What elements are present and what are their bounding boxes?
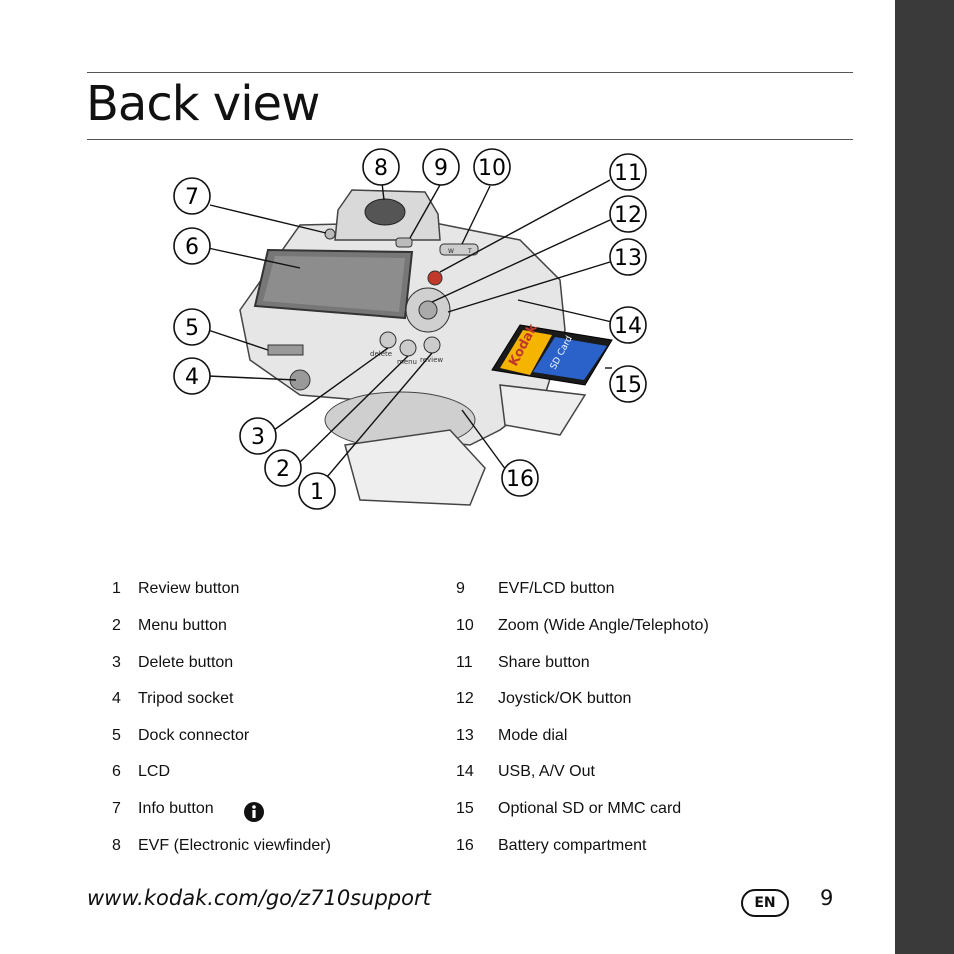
card-door	[499, 384, 587, 436]
svg-text:11: 11	[614, 161, 642, 186]
svg-text:16: 16	[506, 467, 534, 492]
joystick-shape	[418, 300, 438, 320]
support-url-link[interactable]: www.kodak.com/go/z710support	[87, 886, 431, 910]
callout-6: 6	[173, 227, 211, 265]
svg-text:6: 6	[185, 235, 199, 260]
callout-14: 14	[609, 306, 647, 344]
battery-door	[344, 429, 486, 506]
info-button-shape	[324, 228, 336, 240]
top-rule	[87, 72, 853, 73]
zoom-lever-shape	[439, 243, 479, 256]
camera-diagram: W T delete menu review Kodak SD Card	[173, 148, 647, 510]
info-icon	[244, 802, 264, 822]
language-badge: EN	[741, 889, 789, 917]
callout-7: 7	[173, 177, 211, 215]
svg-text:12: 12	[614, 203, 642, 228]
evf-eyepiece	[364, 198, 406, 226]
svg-text:4: 4	[185, 365, 199, 390]
zoom-tele-marker: T	[467, 248, 472, 255]
review-button-shape	[423, 336, 441, 354]
language-sidebar	[895, 0, 954, 954]
callout-16: 16	[501, 459, 539, 497]
delete-button-shape	[379, 331, 397, 349]
callout-13: 13	[609, 238, 647, 276]
share-button-shape	[427, 270, 443, 286]
language-tab: ENGLISH	[0, 0, 59, 954]
review-button-label: review	[420, 356, 443, 364]
menu-button-label: menu	[397, 358, 417, 366]
language-label: ENGLISH	[17, 17, 43, 139]
callout-3: 3	[239, 417, 277, 455]
svg-text:10: 10	[478, 156, 506, 181]
callout-2: 2	[264, 449, 302, 487]
svg-text:9: 9	[434, 156, 448, 181]
callout-11: 11	[609, 153, 647, 191]
callout-10: 10	[473, 148, 511, 186]
page-title: Back view	[86, 76, 320, 132]
svg-text:15: 15	[614, 373, 642, 398]
delete-button-label: delete	[370, 350, 392, 358]
zoom-wide-marker: W	[448, 248, 454, 255]
callouts: 1 2 3 4 5 6 7 8 9 10 11 12 13 14 15 16	[173, 148, 647, 510]
callout-5: 5	[173, 308, 211, 346]
callout-1: 1	[298, 472, 336, 510]
callout-8: 8	[362, 148, 400, 186]
lcd-glass	[263, 256, 405, 312]
svg-text:1: 1	[310, 480, 324, 505]
svg-text:2: 2	[276, 457, 290, 482]
evf-lcd-button-shape	[395, 237, 413, 248]
page-number: 9	[820, 886, 834, 910]
svg-text:5: 5	[185, 316, 199, 341]
svg-text:14: 14	[614, 314, 642, 339]
callout-12: 12	[609, 195, 647, 233]
dock-connector-shape	[267, 344, 304, 356]
svg-text:8: 8	[374, 156, 388, 181]
callout-9: 9	[422, 148, 460, 186]
title-rule	[87, 139, 853, 140]
svg-text:7: 7	[185, 185, 199, 210]
menu-button-shape	[399, 339, 417, 357]
callout-4: 4	[173, 357, 211, 395]
leader-lines	[207, 179, 613, 491]
callout-15: 15	[609, 365, 647, 403]
svg-text:3: 3	[251, 425, 265, 450]
svg-text:13: 13	[614, 246, 642, 271]
